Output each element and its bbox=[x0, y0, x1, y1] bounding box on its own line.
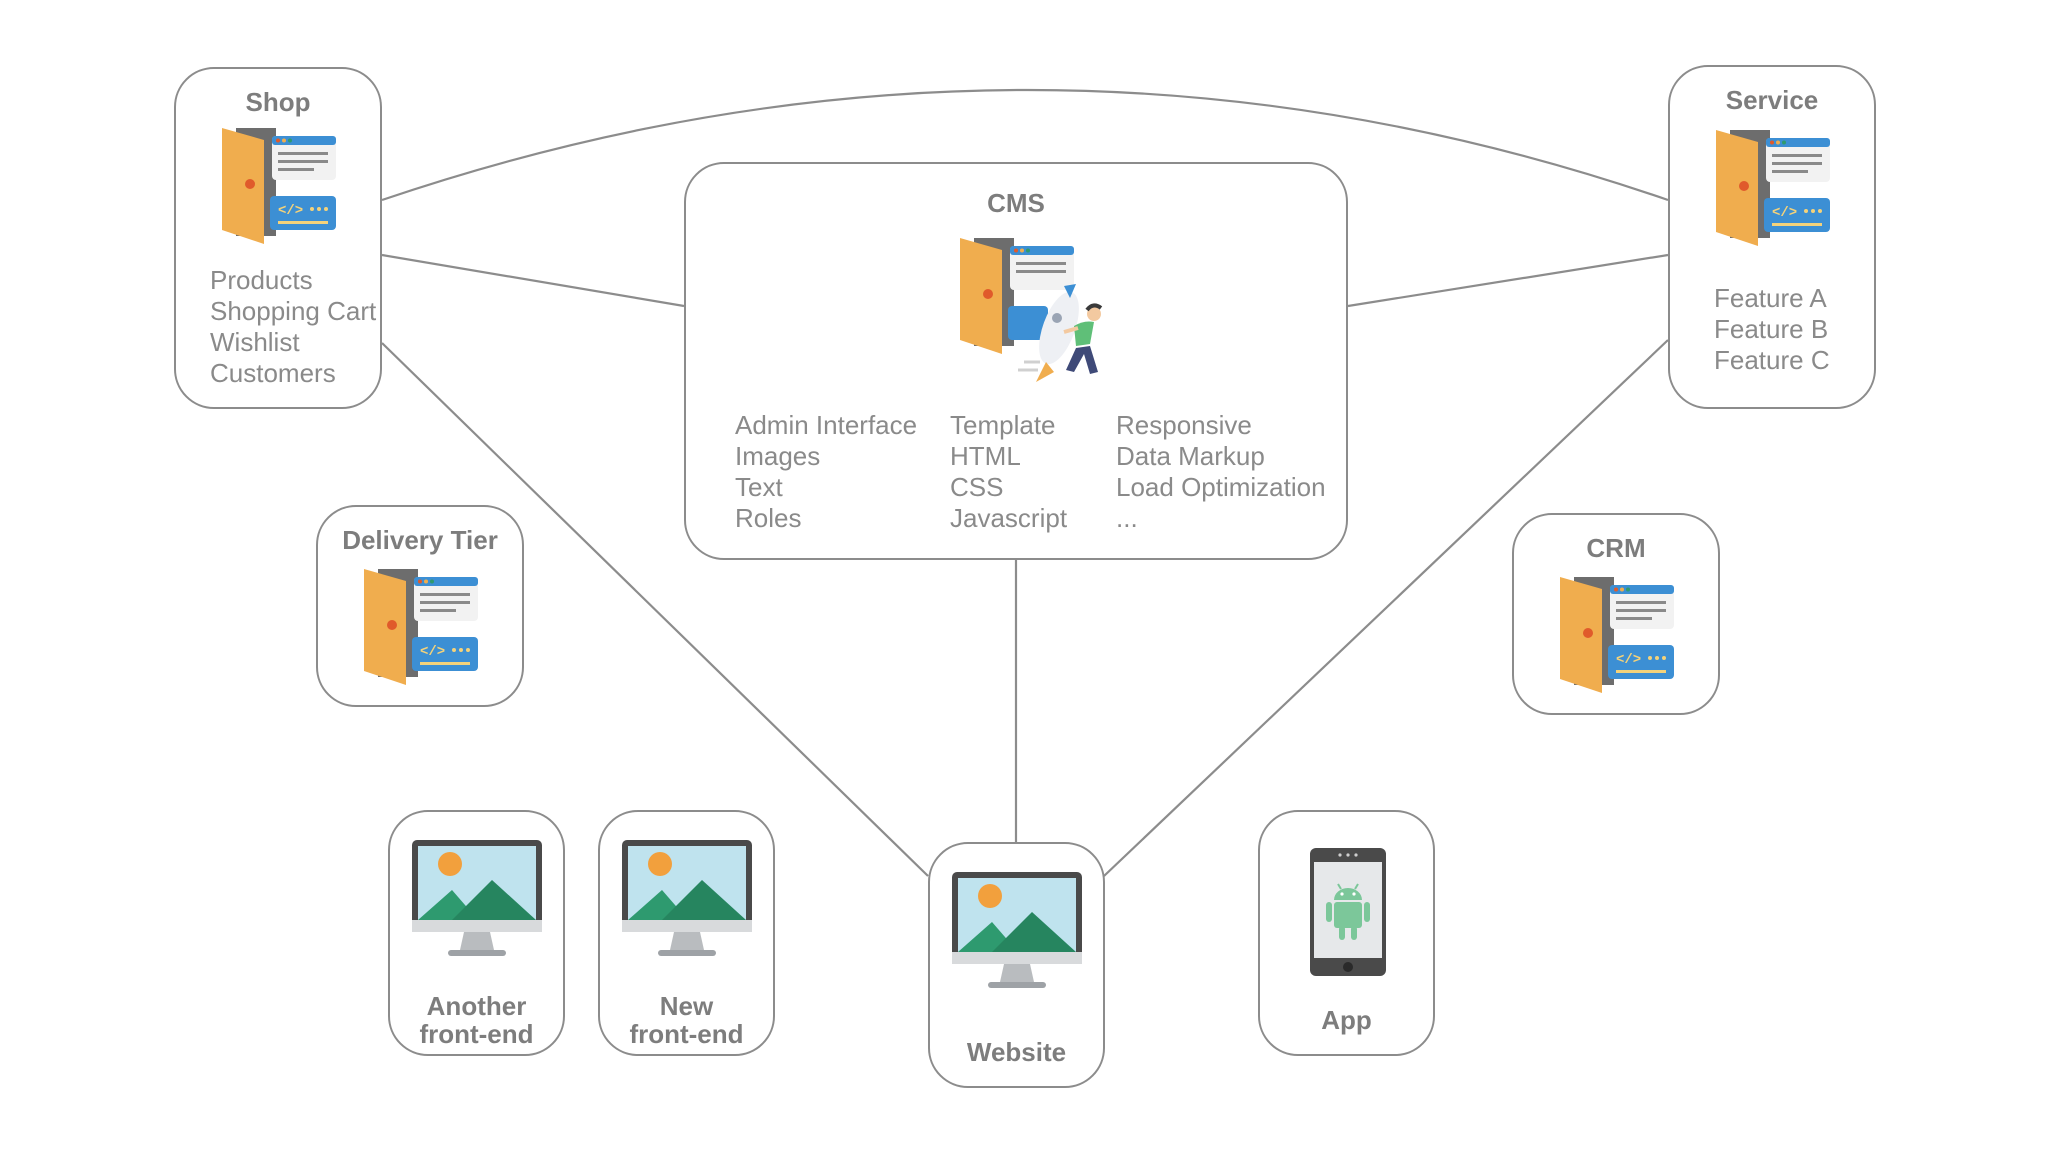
desktop-monitor-icon bbox=[412, 840, 542, 956]
website-label: Website bbox=[966, 1037, 1067, 1067]
cms-column-admin: Admin Interface Images Text Roles bbox=[735, 410, 917, 534]
desktop-monitor-icon bbox=[952, 872, 1082, 988]
list-item: Template bbox=[950, 410, 1056, 440]
list-item: Javascript bbox=[950, 503, 1068, 533]
door-code-icon: </> bbox=[364, 569, 478, 685]
cms-column-template: Template HTML CSS Javascript bbox=[950, 410, 1067, 534]
cms-column-responsive: Responsive Data Markup Load Optimization… bbox=[1116, 410, 1326, 534]
list-item: Products bbox=[210, 265, 313, 295]
crm-title: CRM bbox=[1586, 533, 1646, 563]
crm-node[interactable]: CRM </> bbox=[1512, 513, 1720, 715]
list-item: ... bbox=[1116, 503, 1138, 533]
list-item: Load Optimization bbox=[1116, 472, 1326, 502]
list-item: Feature A bbox=[1714, 283, 1827, 313]
connector-shop-service bbox=[381, 88, 1669, 202]
list-item: Images bbox=[735, 441, 821, 471]
svg-text:</>: </> bbox=[1772, 205, 1797, 221]
list-item: Data Markup bbox=[1116, 441, 1265, 471]
caption-line: front-end bbox=[419, 1019, 534, 1049]
service-title: Service bbox=[1725, 85, 1819, 115]
app-label: App bbox=[1321, 1005, 1372, 1035]
door-code-icon: </> bbox=[1560, 577, 1674, 693]
desktop-monitor-icon bbox=[622, 840, 752, 956]
new-frontend-node[interactable]: New front-end bbox=[598, 810, 775, 1056]
android-phone-icon bbox=[1310, 848, 1386, 976]
website-node[interactable]: Website bbox=[928, 842, 1105, 1088]
svg-text:</>: </> bbox=[420, 644, 445, 660]
shop-title: Shop bbox=[245, 87, 311, 117]
door-code-icon: </> bbox=[1716, 130, 1830, 246]
service-node[interactable]: Service </> Feature A Feature B Feature … bbox=[1668, 65, 1876, 409]
delivery-tier-title: Delivery Tier bbox=[342, 525, 498, 555]
connector-shop-website bbox=[381, 342, 929, 877]
caption-line: New bbox=[659, 991, 714, 1021]
list-item: CSS bbox=[950, 472, 1004, 502]
shop-node[interactable]: Shop </> Products Shopping Cart Wishlist… bbox=[174, 67, 382, 409]
cms-node[interactable]: CMS Admin Interface bbox=[684, 162, 1348, 560]
connector-shop-cms bbox=[381, 253, 685, 308]
shop-feature-list: Products Shopping Cart Wishlist Customer… bbox=[210, 265, 376, 389]
app-node[interactable]: App bbox=[1258, 810, 1435, 1056]
delivery-tier-node[interactable]: Delivery Tier </> bbox=[316, 505, 524, 707]
another-frontend-node[interactable]: Another front-end bbox=[388, 810, 565, 1056]
service-feature-list: Feature A Feature B Feature C bbox=[1714, 283, 1830, 376]
new-frontend-label: New front-end bbox=[600, 992, 773, 1048]
svg-text:</>: </> bbox=[1616, 652, 1641, 668]
list-item: Admin Interface bbox=[735, 410, 918, 440]
list-item: Responsive bbox=[1116, 410, 1252, 440]
list-item: Wishlist bbox=[210, 327, 300, 357]
connector-service-website bbox=[1103, 339, 1669, 877]
cms-rocket-person-icon bbox=[960, 238, 1103, 382]
list-item: Shopping Cart bbox=[210, 296, 377, 326]
list-item: Customers bbox=[210, 358, 336, 388]
list-item: Roles bbox=[735, 503, 802, 533]
list-item: Text bbox=[735, 472, 783, 502]
caption-line: front-end bbox=[629, 1019, 744, 1049]
connector-service-cms bbox=[1347, 253, 1669, 308]
caption-line: Another bbox=[426, 991, 527, 1021]
door-code-icon: </> bbox=[222, 128, 336, 244]
list-item: HTML bbox=[950, 441, 1021, 471]
another-frontend-label: Another front-end bbox=[390, 992, 563, 1048]
svg-text:</>: </> bbox=[278, 203, 303, 219]
list-item: Feature B bbox=[1714, 314, 1829, 344]
list-item: Feature C bbox=[1714, 345, 1830, 375]
cms-title: CMS bbox=[987, 188, 1045, 218]
